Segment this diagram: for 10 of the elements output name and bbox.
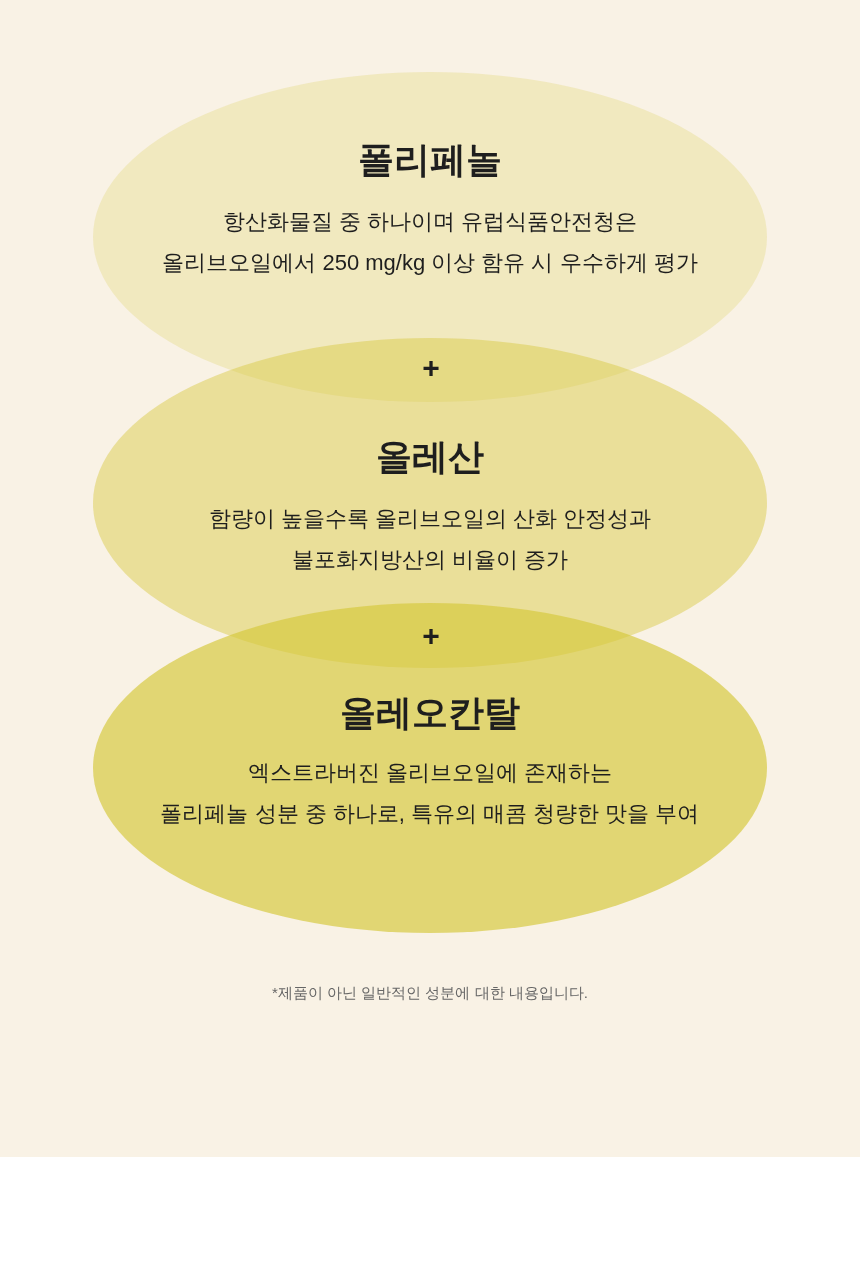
plus-sign: + <box>422 350 440 386</box>
description-text: 함량이 높을수록 올리브오일의 산화 안정성과 불포화지방산의 비율이 증가 <box>208 505 652 574</box>
heading: 올레오칸탈 <box>340 691 520 735</box>
heading: 올레산 <box>376 435 484 479</box>
description-text: 항산화물질 중 하나이며 유럽식품안전청은 올리브오일에서 250 mg/kg 이상 함유 시 우수하게 평가 <box>162 208 698 277</box>
ellipse-shape <box>93 603 767 933</box>
heading: 폴리페놀 <box>358 138 502 182</box>
footnote: *제품이 아닌 일반적인 성분에 대한 내용입니다. <box>272 984 588 1002</box>
description-text: 엑스트라버진 올리브오일에 존재하는 폴리페놀 성분 중 하나로, 특유의 매콤 청량한 맛을 부여 <box>160 759 700 828</box>
plus-sign: + <box>422 618 440 654</box>
